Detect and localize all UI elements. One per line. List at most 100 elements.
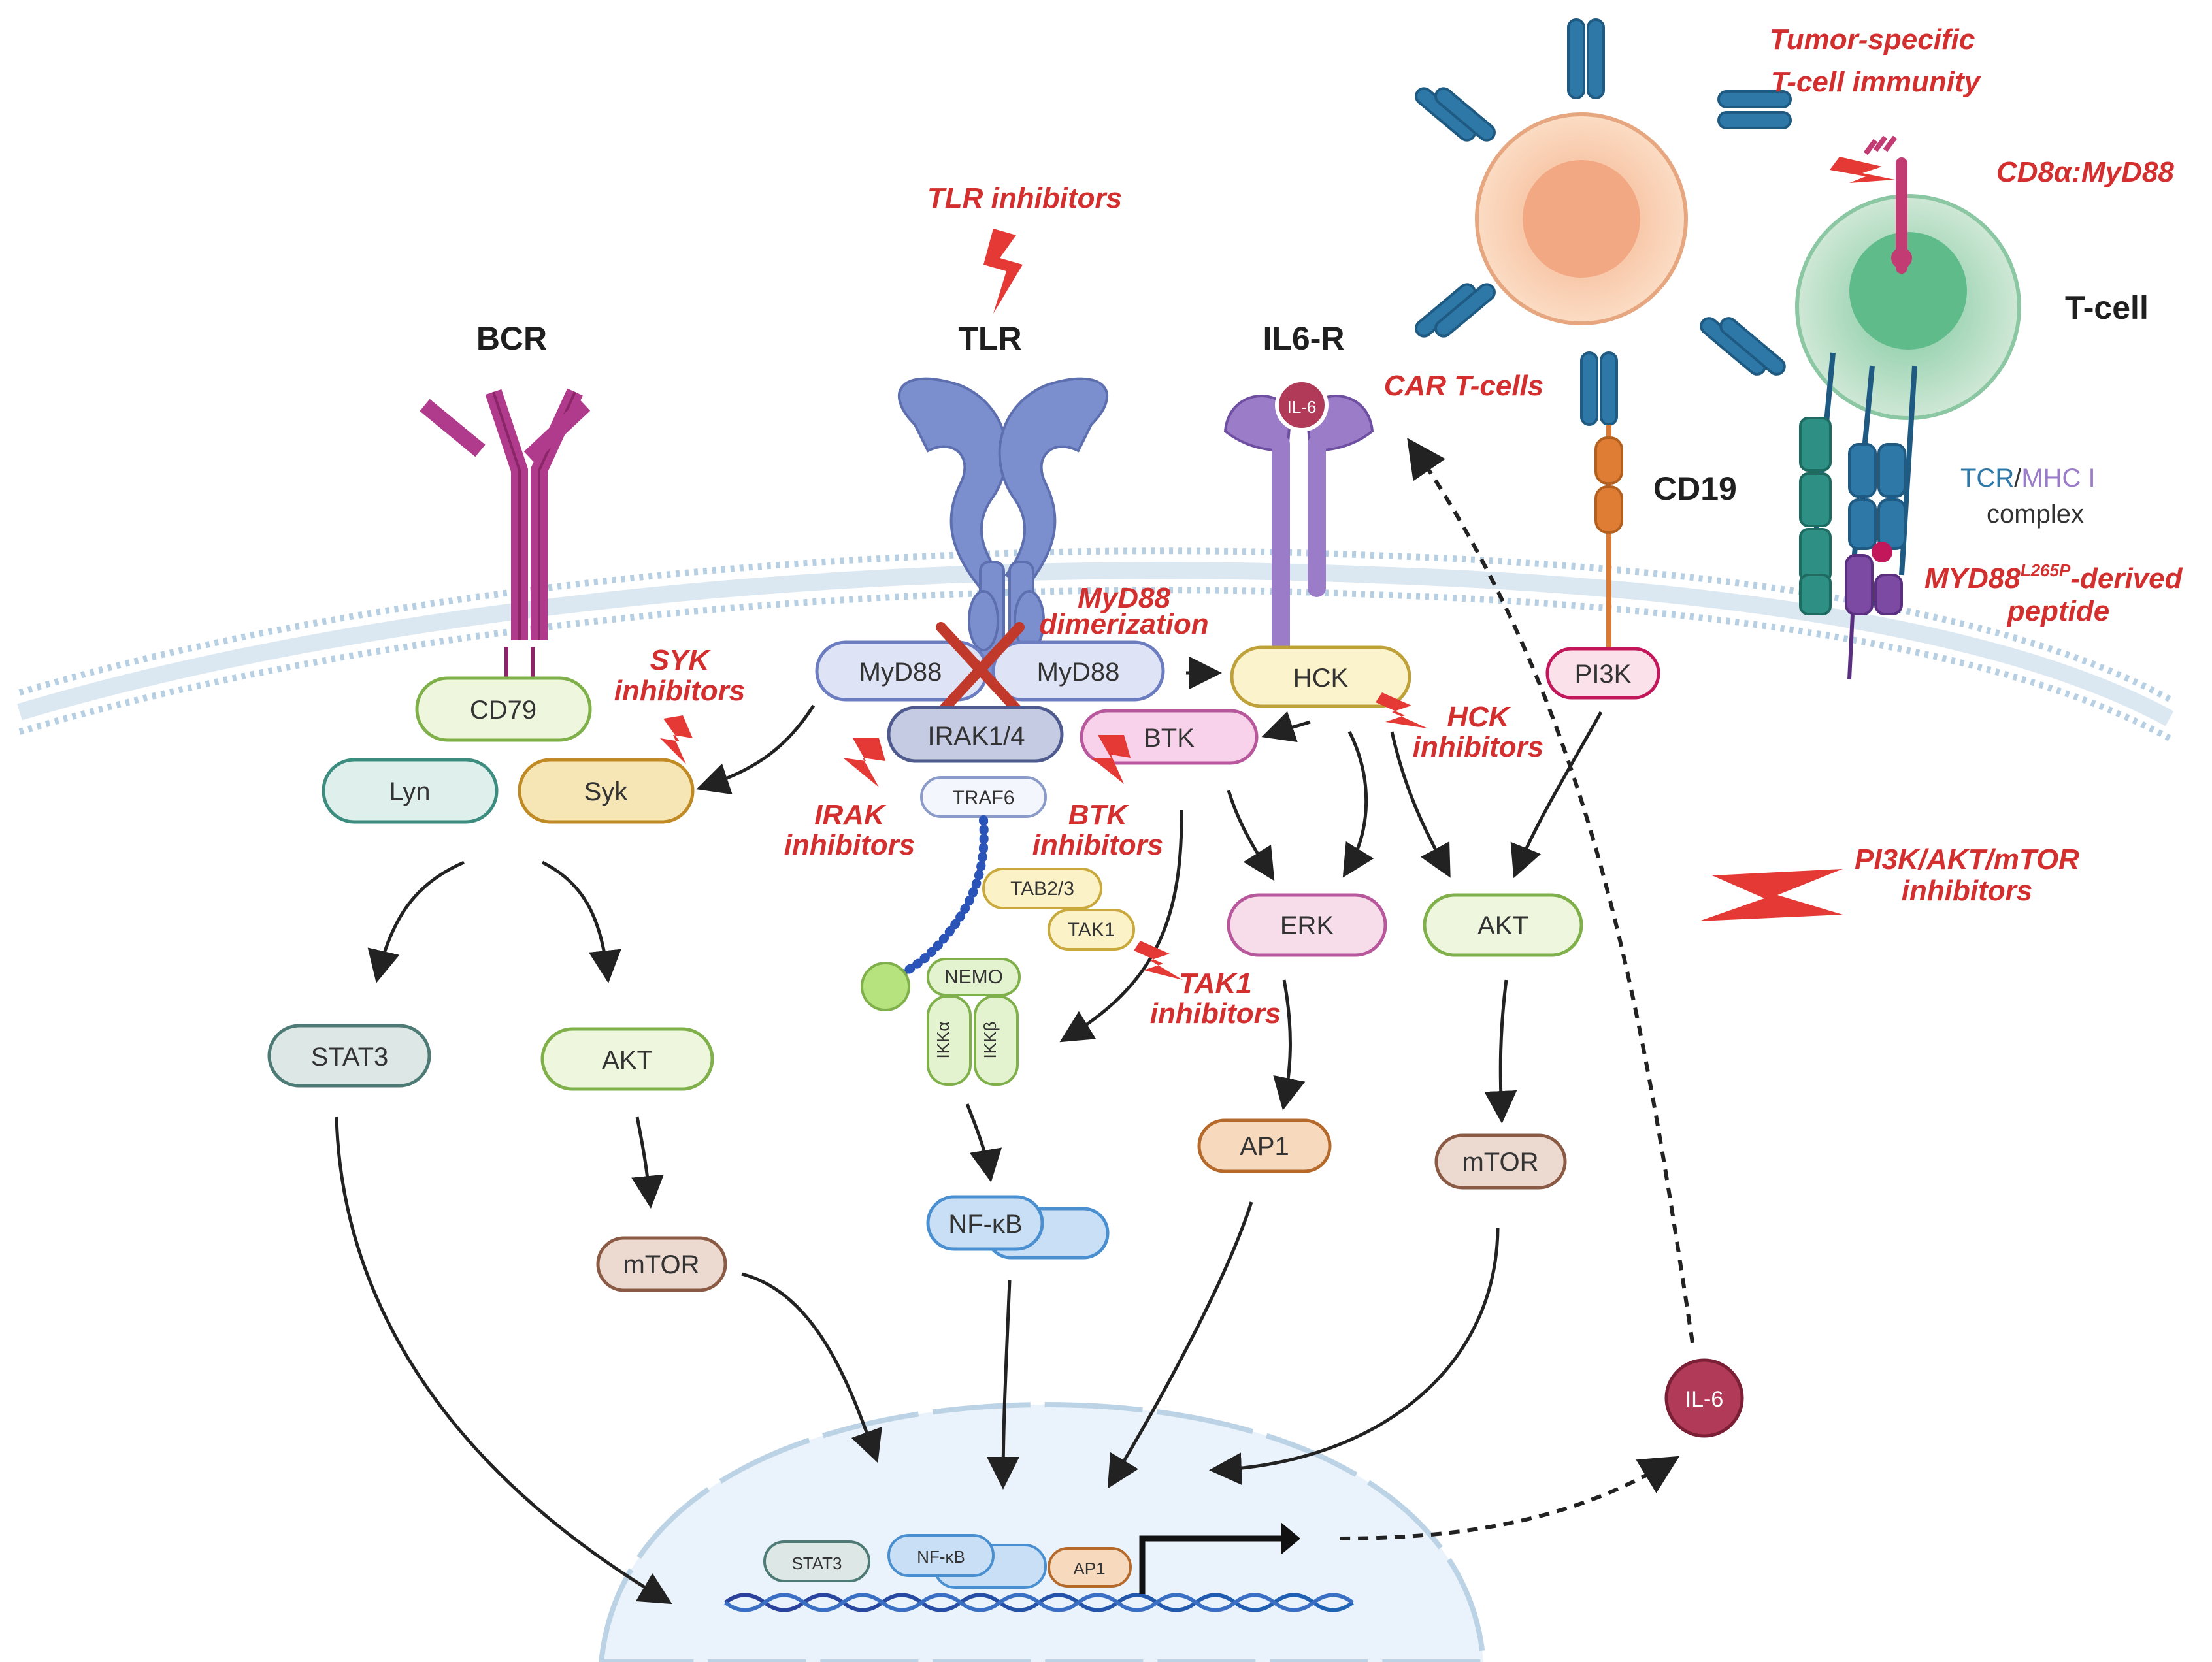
nucleus-stat3: STAT3 [763, 1540, 870, 1582]
label-peptide-sup: L265P [2021, 561, 2071, 580]
svg-text:STAT3: STAT3 [791, 1554, 842, 1573]
svg-text:ERK: ERK [1280, 911, 1334, 940]
node-hck: HCK [1230, 645, 1411, 708]
il6r-receptor: IL-6 [1223, 378, 1374, 656]
svg-text:PI3K: PI3K [1575, 660, 1632, 689]
label-syk-line1: SYK [650, 644, 712, 676]
node-mtor-left: mTOR [596, 1236, 727, 1292]
svg-text:IKKα: IKKα [933, 1022, 953, 1059]
svg-text:MyD88: MyD88 [1037, 658, 1120, 687]
svg-text:NF-κB: NF-κB [948, 1210, 1022, 1239]
pathway-arrows [335, 438, 1694, 1605]
svg-text:AKT: AKT [602, 1046, 653, 1075]
label-tcell: T-cell [2065, 289, 2149, 326]
node-tab23: TAB2/3 [982, 868, 1102, 909]
svg-text:TAK1: TAK1 [1068, 919, 1115, 941]
label-tak1-line2: inhibitors [1150, 998, 1281, 1030]
label-mhc: MHC I [2021, 464, 2095, 493]
label-tcr: TCR [1960, 464, 2014, 493]
label-bcr: BCR [476, 320, 547, 357]
myd88-dimerization-cross [936, 622, 1025, 717]
cell-membrane [17, 547, 2174, 741]
dna-helix [724, 1593, 1354, 1612]
label-cd8-myd88: CD8α:MyD88 [1996, 156, 2174, 188]
label-irak-line1: IRAK [814, 799, 887, 831]
t-cell [1795, 135, 2021, 680]
il6-ligand-label: IL-6 [1287, 397, 1317, 417]
node-akt-right: AKT [1423, 893, 1583, 957]
node-erk: ERK [1227, 893, 1387, 957]
label-complex: complex [1987, 500, 2084, 529]
label-tak1-line1: TAK1 [1179, 968, 1252, 1000]
node-syk: Syk [518, 758, 695, 824]
node-traf6: TRAF6 [920, 776, 1047, 818]
label-slash: / [2014, 464, 2022, 493]
label-peptide-line2: peptide [2007, 595, 2109, 627]
svg-text:BTK: BTK [1144, 724, 1195, 753]
nucleus-nfkb: NF-κB [887, 1534, 1047, 1589]
svg-text:MyD88: MyD88 [859, 658, 942, 687]
label-cd19: CD19 [1653, 470, 1737, 507]
svg-text:TAB2/3: TAB2/3 [1010, 878, 1074, 900]
car-t-cell [1415, 18, 1792, 653]
svg-text:IL-6: IL-6 [1685, 1387, 1724, 1412]
label-hck-line2: inhibitors [1413, 731, 1543, 763]
label-tlr-inhibitors: TLR inhibitors [927, 182, 1122, 214]
ubiquitin-chain [861, 815, 989, 1011]
label-myd88-line1: MyD88 [1078, 582, 1170, 614]
svg-text:Lyn: Lyn [389, 777, 430, 806]
svg-text:AP1: AP1 [1240, 1132, 1289, 1161]
node-cd79: CD79 [415, 676, 592, 742]
label-car-t-cells: CAR T-cells [1384, 370, 1544, 402]
label-myd88-line2: dimerization [1039, 608, 1208, 640]
label-btk-line1: BTK [1068, 799, 1130, 831]
label-hck-line1: HCK [1447, 701, 1511, 733]
node-akt-left: AKT [540, 1027, 714, 1091]
label-tumor-line1: Tumor-specific [1770, 24, 1975, 56]
label-tcr-mhc: TCR/MHC I [1960, 464, 2096, 493]
label-il6r: IL6-R [1263, 320, 1345, 357]
node-myd88-b: MyD88 [991, 640, 1165, 702]
node-mtor-right: mTOR [1434, 1133, 1567, 1190]
svg-text:Syk: Syk [584, 777, 629, 806]
bcr-receptor [420, 388, 591, 686]
svg-text:mTOR: mTOR [1462, 1148, 1538, 1177]
node-nemo: NEMO [927, 958, 1021, 996]
label-peptide-main: MYD88 [1924, 562, 2021, 595]
svg-text:IKKβ: IKKβ [980, 1022, 1000, 1059]
inhibitor-bolts [660, 157, 1895, 980]
node-irak: IRAK1/4 [887, 706, 1064, 763]
svg-text:HCK: HCK [1293, 664, 1349, 692]
node-myd88-a: MyD88 [815, 640, 989, 702]
nucleus: STAT3 NF-κB AP1 [598, 1401, 1487, 1662]
node-lyn: Lyn [322, 758, 499, 824]
nucleus-ap1: AP1 [1048, 1547, 1132, 1588]
label-peptide-line1: MYD88L265P-derived [1924, 561, 2183, 595]
label-irak-line2: inhibitors [784, 829, 915, 861]
node-pi3k: PI3K [1545, 647, 1660, 700]
node-nfkb: NF-κB [926, 1195, 1110, 1260]
svg-text:NEMO: NEMO [944, 966, 1003, 988]
node-tak1: TAK1 [1048, 909, 1135, 951]
svg-text:IRAK1/4: IRAK1/4 [928, 722, 1025, 751]
svg-text:mTOR: mTOR [623, 1250, 699, 1279]
node-ikkb: IKKβ [974, 995, 1019, 1086]
label-pi3k-line2: inhibitors [1902, 875, 2032, 907]
node-stat3: STAT3 [267, 1024, 431, 1088]
label-tumor-line2: T-cell immunity [1771, 66, 1982, 98]
label-peptide-suffix: -derived [2070, 562, 2183, 595]
label-tlr: TLR [958, 320, 1021, 357]
node-ikka: IKKα [927, 995, 972, 1086]
svg-text:NF-κB: NF-κB [917, 1547, 965, 1567]
node-ap1: AP1 [1197, 1118, 1332, 1173]
label-btk-line2: inhibitors [1032, 829, 1163, 861]
label-syk-line2: inhibitors [614, 675, 745, 707]
label-pi3k-line1: PI3K/AKT/mTOR [1855, 843, 2079, 875]
svg-text:AKT: AKT [1477, 911, 1528, 940]
svg-text:CD79: CD79 [470, 696, 536, 725]
transcription-arrow [1139, 1522, 1300, 1594]
node-il6-secreted: IL-6 [1664, 1358, 1744, 1438]
svg-text:STAT3: STAT3 [311, 1043, 389, 1071]
svg-text:TRAF6: TRAF6 [952, 787, 1014, 809]
